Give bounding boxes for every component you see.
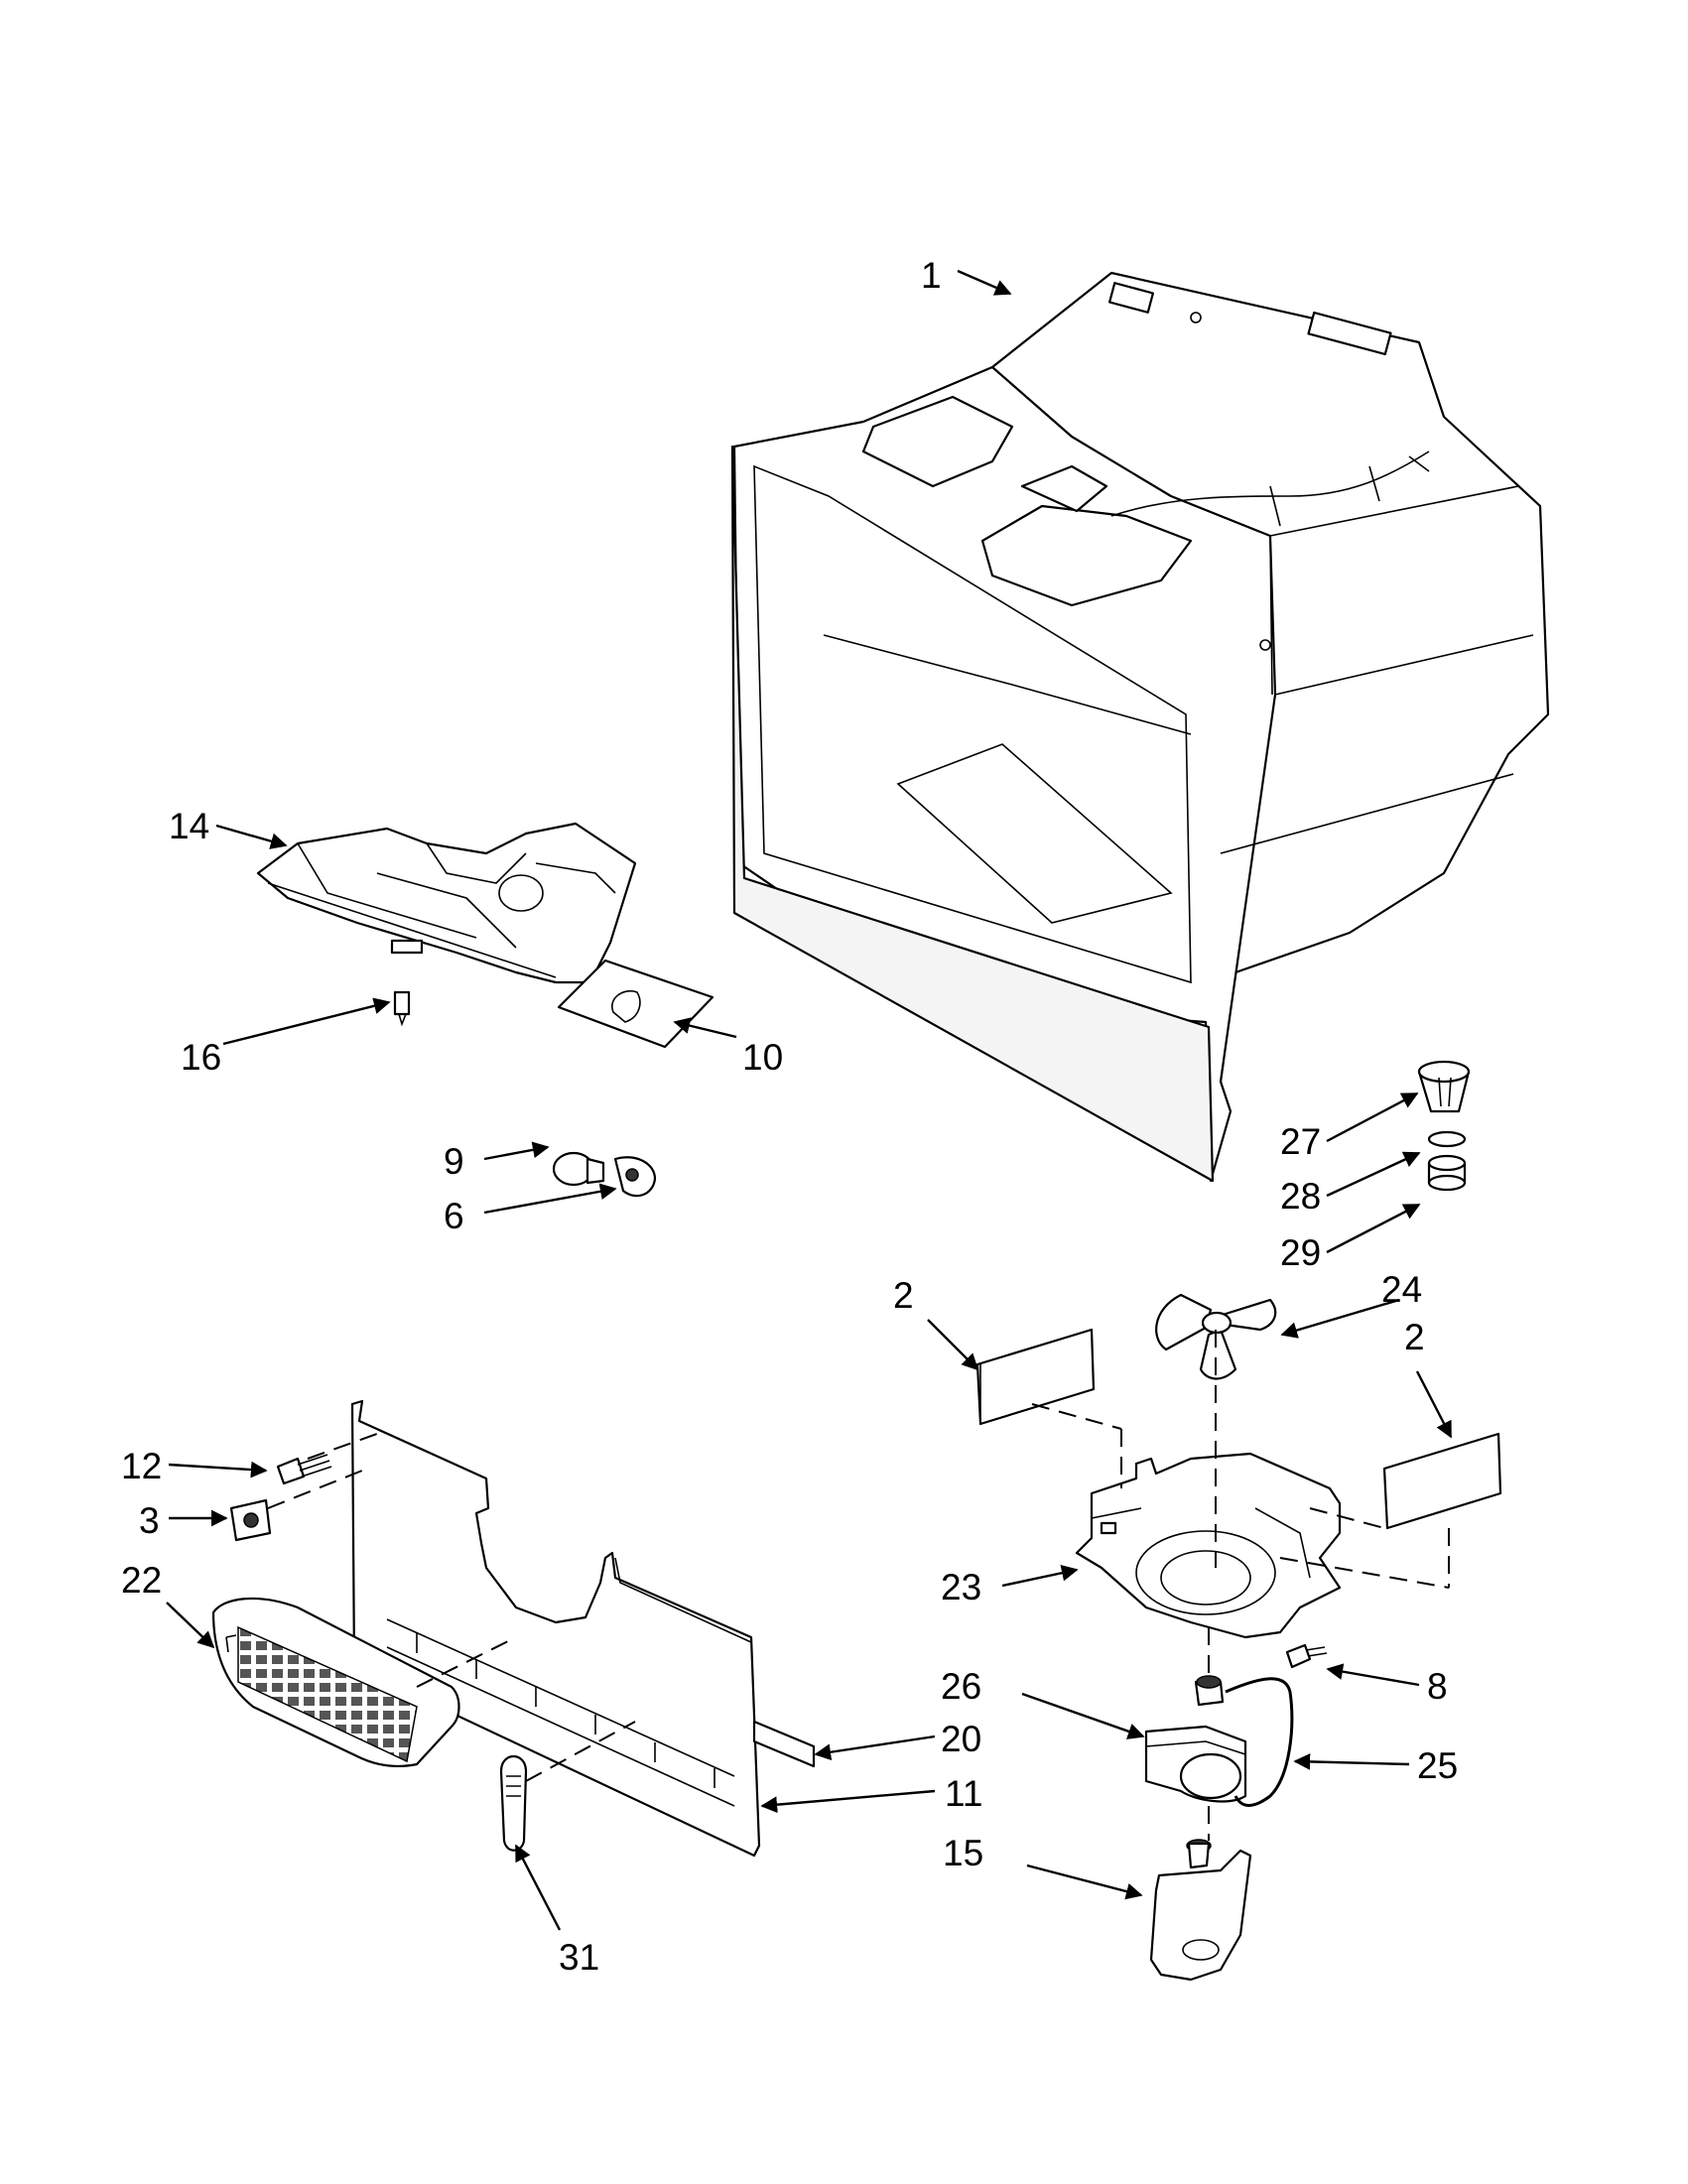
sensor-part xyxy=(499,1755,528,1852)
callout-1: 1 xyxy=(921,255,942,296)
fan-shroud-part xyxy=(1075,1452,1342,1639)
screw-part xyxy=(276,1454,332,1485)
rear-panel-part xyxy=(350,1399,761,1858)
callout-25: 25 xyxy=(1417,1745,1458,1786)
fan-blade-part xyxy=(1155,1293,1277,1380)
callout-28: 28 xyxy=(1280,1176,1321,1217)
shroud-screw-part xyxy=(1285,1643,1328,1669)
callout-8: 8 xyxy=(1427,1666,1448,1707)
callout-14: 14 xyxy=(169,806,209,846)
callout-3: 3 xyxy=(139,1500,160,1541)
alignment-lines xyxy=(267,1330,1450,1841)
grille-part xyxy=(211,1597,460,1767)
fan-motor-part xyxy=(1144,1675,1247,1803)
callout-31: 31 xyxy=(559,1937,599,1978)
callout-11: 11 xyxy=(945,1773,982,1814)
freezer-liner-part xyxy=(730,271,1550,1183)
wire-harness-part xyxy=(1225,1677,1294,1807)
foam-block-right-part xyxy=(1382,1432,1502,1530)
air-duct-housing-part xyxy=(256,822,637,984)
callout-10: 10 xyxy=(742,1037,783,1078)
callout-29: 29 xyxy=(1280,1232,1321,1273)
motor-bracket-part xyxy=(1149,1839,1252,1982)
callout-9: 9 xyxy=(444,1141,464,1182)
ring-part xyxy=(1427,1130,1467,1148)
callout-24: 24 xyxy=(1381,1269,1422,1310)
cap-part xyxy=(1427,1154,1467,1192)
leader-arrows xyxy=(166,269,1453,1931)
callout-2-right: 2 xyxy=(1404,1317,1425,1357)
clip-part xyxy=(229,1498,272,1542)
switch-part xyxy=(393,990,411,1027)
callout-16: 16 xyxy=(181,1037,221,1078)
cup-part xyxy=(1417,1060,1471,1113)
callout-27: 27 xyxy=(1280,1121,1321,1162)
callout-12: 12 xyxy=(121,1446,162,1486)
callout-23: 23 xyxy=(941,1567,981,1607)
foam-strip-part xyxy=(752,1720,816,1768)
callout-labels: 1 14 16 10 9 6 27 28 29 2 24 2 12 3 22 2… xyxy=(121,255,1458,1978)
light-bulb-part xyxy=(552,1151,605,1187)
foam-block-left-part xyxy=(975,1328,1096,1426)
callout-2-left: 2 xyxy=(893,1275,914,1316)
callout-6: 6 xyxy=(444,1196,464,1236)
callout-15: 15 xyxy=(943,1833,983,1873)
callout-20: 20 xyxy=(941,1719,981,1759)
callout-26: 26 xyxy=(941,1666,981,1707)
light-socket-part xyxy=(613,1156,657,1198)
callout-22: 22 xyxy=(121,1560,162,1601)
